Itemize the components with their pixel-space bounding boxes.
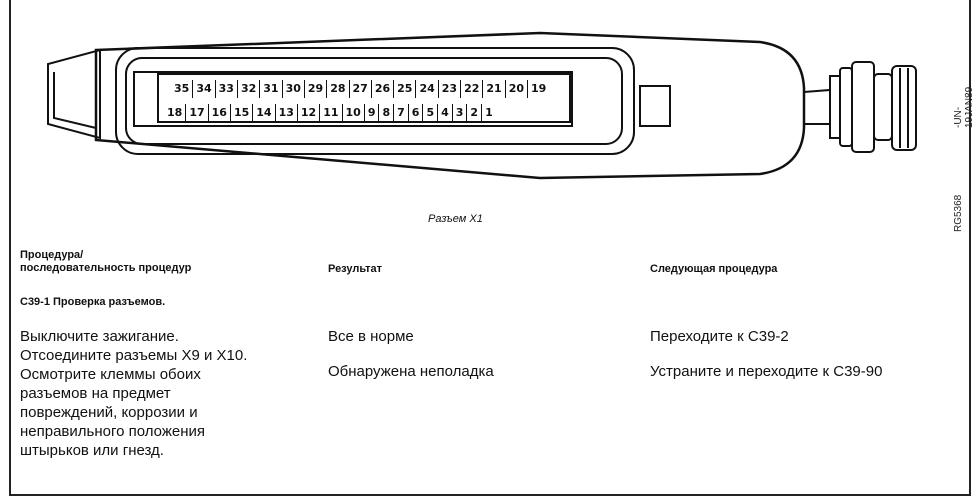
result-ok: Все в норме <box>328 328 414 345</box>
pin-label: 5 <box>422 104 437 122</box>
header-result: Результат <box>328 263 383 275</box>
pin-label: 28 <box>326 80 348 98</box>
pin-label: 13 <box>274 104 297 122</box>
pin-label: 33 <box>214 80 237 98</box>
pin-label: 2 <box>466 104 481 122</box>
pin-label: 19 <box>527 80 549 98</box>
pin-label: 29 <box>303 80 326 98</box>
section-title: C39-1 Проверка разъемов. <box>20 296 166 308</box>
pin-row-bottom: 18 17 16 15 14 13 12 11 10 9 8 7 6 5 4 3… <box>164 104 496 122</box>
pin-label: 34 <box>192 80 214 98</box>
pin-label: 18 <box>167 106 183 119</box>
pin-label: 12 <box>296 104 319 122</box>
pin-label: 14 <box>252 104 274 122</box>
pin-label: 23 <box>437 80 460 98</box>
next-step-fault: Устраните и переходите к C39-90 <box>650 363 883 380</box>
pin-label: 26 <box>370 80 393 98</box>
pin-label: 16 <box>207 104 230 122</box>
pin-label: 21 <box>482 80 504 98</box>
figure-caption: Разъем X1 <box>428 213 483 225</box>
pin-row-top: 35 34 33 32 31 30 29 28 27 26 25 24 23 2… <box>171 80 549 98</box>
page-frame <box>9 0 971 496</box>
header-next: Следующая процедура <box>650 263 778 275</box>
pin-label: 8 <box>378 104 393 122</box>
pin-label: 6 <box>407 104 423 122</box>
next-step-ok: Переходите к C39-2 <box>650 328 789 345</box>
pin-label: 20 <box>504 80 527 98</box>
pin-label: 25 <box>393 80 415 98</box>
pin-label: 4 <box>437 104 452 122</box>
pin-label: 32 <box>236 80 259 98</box>
pin-label: 22 <box>460 80 482 98</box>
pin-label: 9 <box>363 104 379 122</box>
pin-label: 31 <box>259 80 281 98</box>
pin-label: 10 <box>341 104 364 122</box>
pin-label: 27 <box>348 80 371 98</box>
figure-code-left: RG5368 <box>953 194 964 232</box>
pin-label: 35 <box>174 82 190 95</box>
pin-label: 17 <box>185 104 207 122</box>
procedure-text: Выключите зажигание. Отсоедините разъемы… <box>20 328 248 459</box>
pin-label: 11 <box>319 104 341 122</box>
pin-label: 3 <box>451 104 467 122</box>
pin-label: 1 <box>481 104 496 122</box>
figure-code-right: -UN-19JAN89 <box>953 86 975 128</box>
pin-label: 24 <box>415 80 437 98</box>
pin-label: 30 <box>281 80 304 98</box>
result-fault: Обнаружена неполадка <box>328 363 494 380</box>
pin-label: 7 <box>393 104 408 122</box>
pin-label: 15 <box>229 104 252 122</box>
connector-drawing <box>47 31 917 180</box>
connector-diagram: 35 34 33 32 31 30 29 28 27 26 25 24 23 2… <box>40 28 920 218</box>
header-procedure: Процедура/ последовательность процедур <box>20 249 192 274</box>
